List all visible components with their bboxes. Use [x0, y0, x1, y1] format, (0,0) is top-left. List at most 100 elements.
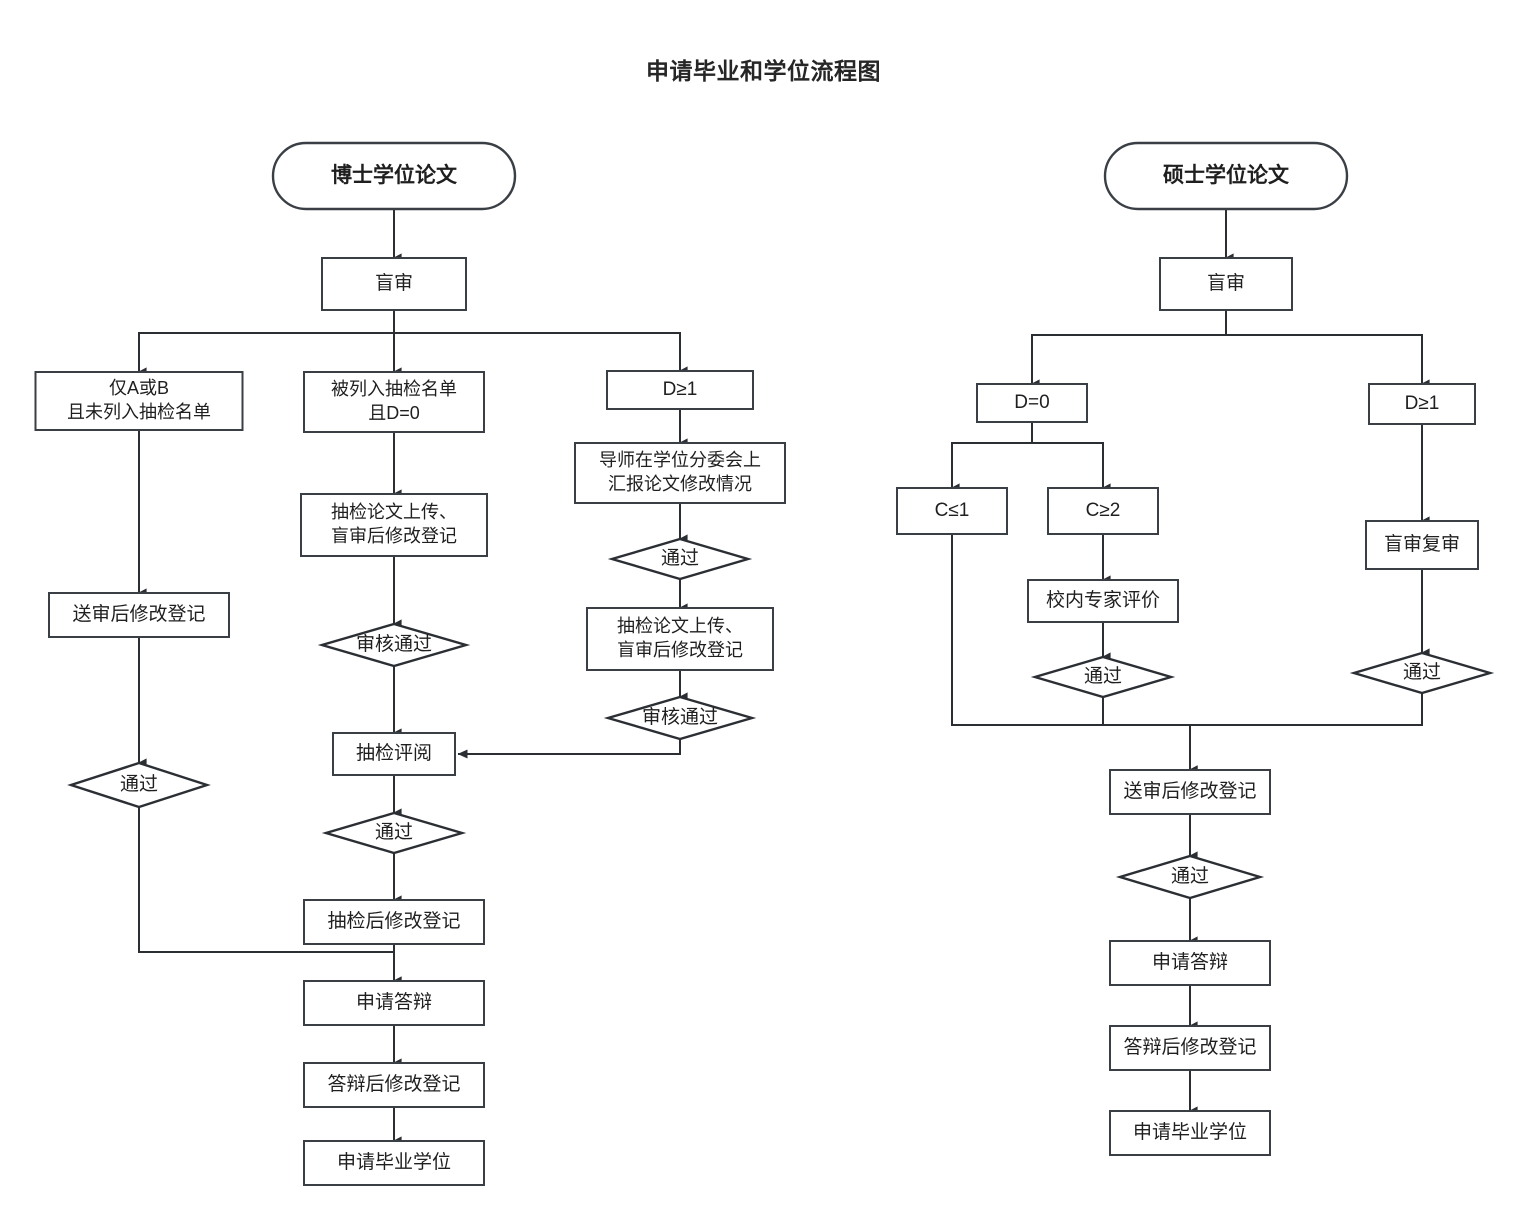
- node-label: 抽检论文上传、盲审后修改登记: [617, 616, 743, 660]
- node-shape-terminal: [271, 141, 517, 211]
- flow-node-d_pass1[interactable]: 通过: [607, 537, 753, 581]
- flow-node-d_upload2[interactable]: 抽检论文上传、盲审后修改登记: [586, 607, 774, 671]
- node-label: C≥2: [1086, 500, 1121, 521]
- node-label: 审核通过: [642, 706, 718, 728]
- node-label: 抽检后修改登记: [327, 910, 460, 932]
- node-label: 答辩后修改登记: [327, 1073, 460, 1095]
- node-label: 申请答辩: [356, 991, 432, 1013]
- flow-node-m_dge1[interactable]: D≥1: [1368, 383, 1476, 425]
- flow-node-m_after_send[interactable]: 送审后修改登记: [1109, 769, 1271, 815]
- flow-node-d_pass2[interactable]: 通过: [321, 811, 467, 855]
- node-shape-rect: [606, 370, 754, 410]
- flow-node-d_mentor[interactable]: 导师在学位分委会上汇报论文修改情况: [574, 442, 786, 504]
- flow-edge: [457, 739, 681, 759]
- flow-edge: [1032, 442, 1111, 493]
- node-label: 盲审: [375, 272, 413, 294]
- flow-node-d_start[interactable]: 博士学位论文: [271, 141, 517, 211]
- node-shape-rect: [303, 899, 485, 945]
- node-shape-diamond: [1030, 655, 1176, 699]
- flow-node-d_listed[interactable]: 被列入抽检名单且D=0: [303, 371, 485, 433]
- flow-edge: [1102, 697, 1198, 775]
- node-label: 答辩后修改登记: [1123, 1036, 1256, 1058]
- flow-node-d_sample[interactable]: 抽检评阅: [332, 732, 456, 776]
- node-label: D≥1: [663, 379, 698, 400]
- node-shape-rect: [303, 980, 485, 1026]
- flow-node-d_apply_def[interactable]: 申请答辩: [303, 980, 485, 1026]
- flow-node-d_review1[interactable]: 审核通过: [603, 695, 757, 741]
- node-label: D=0: [1014, 392, 1049, 413]
- flow-node-d_blind[interactable]: 盲审: [321, 257, 467, 311]
- node-shape-diamond: [321, 811, 467, 855]
- flow-node-d_apply_grad[interactable]: 申请毕业学位: [303, 1140, 485, 1186]
- flow-node-m_recheck[interactable]: 盲审复审: [1365, 520, 1479, 570]
- node-label: 申请毕业学位: [337, 1151, 451, 1173]
- node-label: 校内专家评价: [1046, 589, 1160, 611]
- flow-node-d_pass3[interactable]: 通过: [67, 761, 211, 809]
- flow-edge: [1226, 334, 1430, 389]
- node-shape-rect: [1368, 383, 1476, 425]
- node-label: 通过: [661, 547, 699, 569]
- node-shape-rect: [303, 1062, 485, 1108]
- node-label: 通过: [1084, 665, 1122, 687]
- node-shape-terminal: [1103, 141, 1349, 211]
- flow-node-m_cge2[interactable]: C≥2: [1047, 487, 1159, 535]
- flow-node-m_start[interactable]: 硕士学位论文: [1103, 141, 1349, 211]
- flow-node-m_pass1[interactable]: 通过: [1030, 655, 1176, 699]
- node-label: 博士学位论文: [331, 163, 458, 187]
- flow-node-m_apply_def[interactable]: 申请答辩: [1109, 940, 1271, 986]
- node-shape-rect: [976, 383, 1088, 423]
- flow-node-m_pass2[interactable]: 通过: [1349, 651, 1495, 695]
- node-shape-rect: [896, 487, 1008, 535]
- node-shape-rect: [321, 257, 467, 311]
- node-shape-rect: [332, 732, 456, 776]
- flow-edge: [137, 310, 395, 377]
- node-label: 硕士学位论文: [1163, 163, 1290, 187]
- node-label: 审核通过: [356, 633, 432, 655]
- flow-node-d_after_def[interactable]: 答辩后修改登记: [303, 1062, 485, 1108]
- node-label: 通过: [120, 773, 158, 795]
- node-shape-rect: [1109, 940, 1271, 986]
- node-shape-diamond: [1349, 651, 1495, 695]
- node-label: C≤1: [935, 500, 970, 521]
- flow-node-d_after_chk[interactable]: 抽检后修改登记: [303, 899, 485, 945]
- node-shape-rect: [1047, 487, 1159, 535]
- node-shape-rect: [574, 442, 786, 504]
- node-shape-rect: [1109, 769, 1271, 815]
- node-label: 抽检评阅: [356, 742, 432, 764]
- node-shape-rect: [34, 371, 244, 431]
- node-label: 盲审复审: [1384, 533, 1460, 555]
- flow-node-d_review2[interactable]: 审核通过: [317, 622, 471, 668]
- node-label: 送审后修改登记: [1123, 780, 1256, 802]
- node-label: 申请毕业学位: [1133, 1121, 1247, 1143]
- flow-node-m_cle1[interactable]: C≤1: [896, 487, 1008, 535]
- node-shape-rect: [1365, 520, 1479, 570]
- edges-layer: [137, 209, 1430, 1146]
- node-label: 申请答辩: [1152, 951, 1228, 973]
- flow-node-m_pass3[interactable]: 通过: [1115, 854, 1265, 900]
- node-label: 被列入抽检名单且D=0: [331, 379, 457, 423]
- flow-edge: [950, 422, 1033, 493]
- page-title: 申请毕业和学位流程图: [646, 58, 881, 84]
- node-shape-diamond: [67, 761, 211, 809]
- flow-node-d_upload1[interactable]: 抽检论文上传、盲审后修改登记: [300, 493, 488, 557]
- node-shape-rect: [1109, 1025, 1271, 1071]
- flow-node-m_apply_grad[interactable]: 申请毕业学位: [1109, 1110, 1271, 1156]
- flow-node-m_d0[interactable]: D=0: [976, 383, 1088, 423]
- node-shape-rect: [300, 493, 488, 557]
- node-label: 送审后修改登记: [72, 603, 205, 625]
- node-shape-diamond: [317, 622, 471, 668]
- node-shape-rect: [48, 592, 230, 638]
- node-label: 通过: [1171, 865, 1209, 887]
- node-shape-rect: [303, 371, 485, 433]
- flow-node-m_blind[interactable]: 盲审: [1159, 257, 1293, 311]
- node-shape-rect: [1109, 1110, 1271, 1156]
- flow-edge: [951, 534, 1198, 775]
- flow-node-m_after_def[interactable]: 答辩后修改登记: [1109, 1025, 1271, 1071]
- flow-node-d_dge1[interactable]: D≥1: [606, 370, 754, 410]
- flow-node-m_expert[interactable]: 校内专家评价: [1027, 579, 1179, 623]
- flow-node-d_after_send[interactable]: 送审后修改登记: [48, 592, 230, 638]
